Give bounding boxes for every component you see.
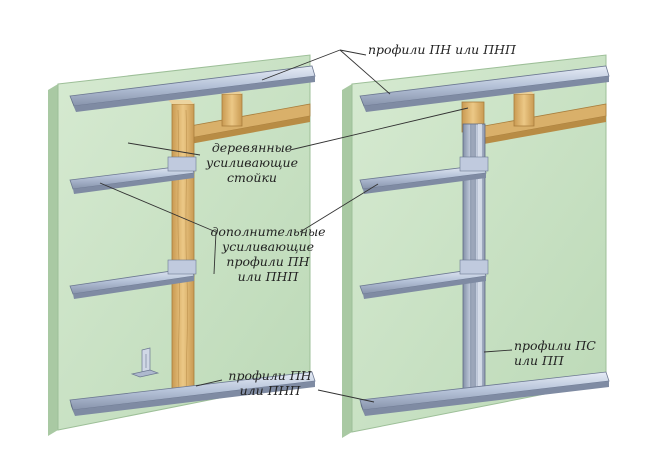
right-board-edge <box>342 84 352 438</box>
label-wood-studs-line-2: усиливающие <box>205 155 298 170</box>
left-wall <box>48 54 316 436</box>
label-bottom-profiles: профили ПН или ПНП <box>222 368 318 398</box>
left-clip-1 <box>167 156 197 172</box>
label-bottom-profiles-line-2: или ПНП <box>239 383 301 398</box>
left-wood-stub <box>221 93 243 127</box>
label-bottom-profiles-line-1: профили ПН <box>228 368 312 383</box>
left-angle-bracket <box>130 347 160 378</box>
label-extra-profiles-line-1: дополнительные <box>210 224 326 239</box>
label-extra-profiles: дополнительные усиливающие профили ПН ил… <box>208 224 328 284</box>
right-wall <box>342 54 610 438</box>
label-ps-profiles-line-2: или ПП <box>514 353 564 368</box>
label-ps-profiles: профили ПС или ПП <box>514 338 596 368</box>
left-board-edge <box>48 84 58 436</box>
left-clip-2 <box>167 259 197 275</box>
label-top-profiles: профили ПН или ПНП <box>368 42 516 57</box>
leader-lines <box>99 49 513 403</box>
label-wood-studs-line-1: деревянные <box>211 140 293 155</box>
label-extra-profiles-line-3: профили ПН <box>226 254 310 269</box>
left-wood-stud <box>171 103 195 393</box>
label-wood-studs: деревянные усиливающие стойки <box>200 140 304 185</box>
label-wood-studs-line-3: стойки <box>227 170 277 185</box>
label-ps-profiles-line-1: профили ПС <box>514 338 596 353</box>
right-wood-stub <box>513 93 535 127</box>
label-extra-profiles-line-2: усиливающие <box>221 239 314 254</box>
label-extra-profiles-line-4: или ПНП <box>237 269 299 284</box>
